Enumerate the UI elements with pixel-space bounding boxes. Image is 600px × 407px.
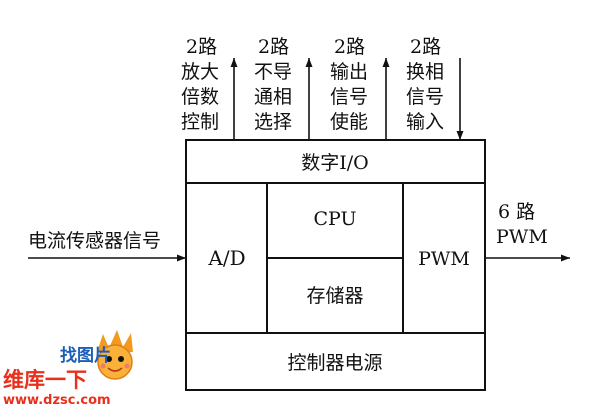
watermark-badge-text: 找图片 [60,345,111,366]
signal-label-line: 信号 [406,86,444,108]
signal-label-line: 输出 [330,61,368,83]
top-signal-commutation-input: 2路 换相 信号 输入 [406,36,444,133]
signal-label-line: 倍数 [181,86,219,108]
block-ad-converter: A/D [207,246,245,270]
mascot-icon [97,330,133,380]
block-digital-io: 数字I/O [301,152,368,174]
signal-label-line: 2路 [334,36,365,58]
signal-label-line: 2路 [410,36,441,58]
block-cpu: CPU [313,208,356,230]
top-signal-non-conducting-phase-select: 2路 不导 通相 选择 [254,36,292,133]
signal-label-line: 通相 [254,86,292,108]
signal-label-line: 换相 [406,61,444,83]
signal-label-line: 输入 [406,111,444,133]
signal-label-line: 2路 [186,36,217,58]
signal-label-line: 放大 [181,61,219,83]
signal-label-line: 控制 [181,111,219,133]
block-memory: 存储器 [306,285,363,307]
current-sensor-signal-label: 电流传感器信号 [28,230,161,252]
pwm-output-count-label: 6 路 [498,201,535,223]
pwm-output-label: PWM [496,226,548,248]
signal-label-line: 2路 [258,36,289,58]
signal-label-line: 选择 [254,111,292,133]
top-signal-output-enable: 2路 输出 信号 使能 [330,36,368,133]
watermark-logo: 找图片 维库一下 www.dzsc.com [3,330,133,407]
controller-outline [185,139,486,391]
signal-label-line: 使能 [330,111,368,133]
top-signal-amplification-control: 2路 放大 倍数 控制 [181,36,219,133]
block-controller-power: 控制器电源 [287,352,382,374]
block-pwm: PWM [418,248,470,270]
signal-label-line: 不导 [254,61,292,83]
watermark-title: 维库一下 [3,368,87,392]
signal-label-line: 信号 [330,86,368,108]
watermark-url: www.dzsc.com [3,393,111,407]
